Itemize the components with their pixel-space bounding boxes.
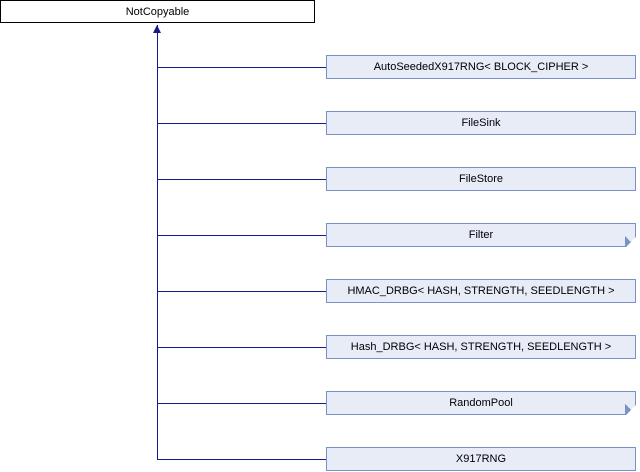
branch-connector-line <box>157 403 326 404</box>
class-node[interactable]: X917RNG <box>326 447 636 471</box>
branch-connector-line <box>157 459 326 460</box>
branch-connector-line <box>157 347 326 348</box>
class-node[interactable]: AutoSeededX917RNG< BLOCK_CIPHER > <box>326 55 636 79</box>
class-node[interactable]: HMAC_DRBG< HASH, STRENGTH, SEEDLENGTH > <box>326 279 636 303</box>
collapsed-children-fold-icon <box>625 236 636 247</box>
class-node-root[interactable]: NotCopyable <box>0 0 315 23</box>
branch-connector-line <box>157 123 326 124</box>
class-node-label: NotCopyable <box>125 5 190 18</box>
class-node-label: X917RNG <box>455 453 507 465</box>
class-node[interactable]: Filter <box>326 223 636 247</box>
branch-connector-line <box>157 179 326 180</box>
class-node-label: AutoSeededX917RNG< BLOCK_CIPHER > <box>373 61 589 73</box>
branch-connector-line <box>157 67 326 68</box>
class-node-label: FileSink <box>461 117 501 129</box>
class-node-label: Hash_DRBG< HASH, STRENGTH, SEEDLENGTH > <box>350 341 612 353</box>
branch-connector-line <box>157 291 326 292</box>
class-node-label: Filter <box>468 229 494 241</box>
class-node[interactable]: RandomPool <box>326 391 636 415</box>
class-node[interactable]: FileStore <box>326 167 636 191</box>
branch-connector-line <box>157 235 326 236</box>
trunk-connector-line <box>157 25 158 459</box>
class-node[interactable]: Hash_DRBG< HASH, STRENGTH, SEEDLENGTH > <box>326 335 636 359</box>
class-node-label: FileStore <box>458 173 504 185</box>
class-node-label: HMAC_DRBG< HASH, STRENGTH, SEEDLENGTH > <box>347 285 615 297</box>
class-node-label: RandomPool <box>449 397 513 409</box>
collapsed-children-fold-icon <box>625 404 636 415</box>
class-node[interactable]: FileSink <box>326 111 636 135</box>
